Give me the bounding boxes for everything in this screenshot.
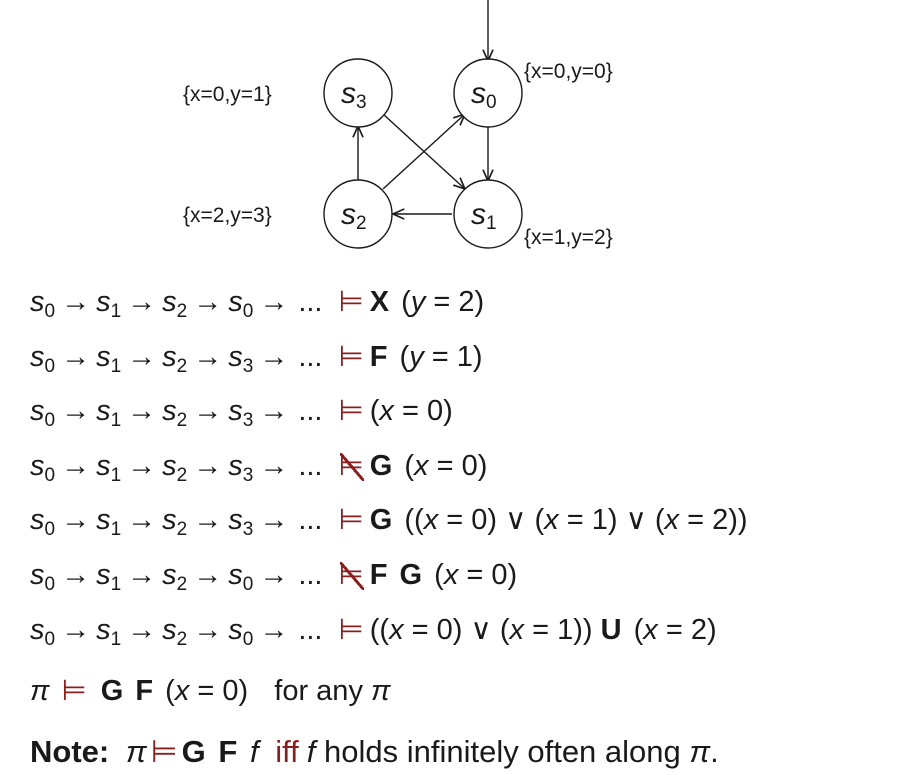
path-state: s1 xyxy=(96,449,122,486)
path-formula-line: s0→s1→s2→s3→...⊨(x = 0) xyxy=(30,395,453,432)
path-state: s0 xyxy=(228,559,254,595)
path-state: s2 xyxy=(162,504,188,541)
svg-text:s2: s2 xyxy=(341,198,367,234)
valuation-s1: {x=1,y=2} xyxy=(524,226,613,249)
svg-text:s0: s0 xyxy=(471,77,497,113)
ltl-formula: F (y = 1) xyxy=(369,340,483,373)
ltl-formula: X (y = 2) xyxy=(369,286,485,318)
path-state: s0 xyxy=(30,559,56,595)
path-formula-line: s0→s1→s2→s3→...⊨G ((x = 0) ∨ (x = 1) ∨ (… xyxy=(30,504,748,541)
path-state: s0 xyxy=(228,286,254,322)
ltl-formula: G ((x = 0) ∨ (x = 1) ∨ (x = 2)) xyxy=(369,504,748,537)
state-s3: s3 xyxy=(323,58,393,128)
path-state: s3 xyxy=(228,504,254,541)
path-state: s1 xyxy=(96,340,122,377)
ellipsis: ... xyxy=(298,340,323,373)
path-state: s2 xyxy=(162,395,188,432)
ellipsis: ... xyxy=(298,613,323,646)
path-formula-line: s0→s1→s2→s3→...⊨F (y = 1) xyxy=(30,340,483,377)
satisfaction-relation: ⊨ xyxy=(338,340,364,373)
path-state: s0 xyxy=(228,613,254,650)
path-state: s1 xyxy=(96,504,122,541)
path-state: s1 xyxy=(96,286,122,322)
ellipsis: ... xyxy=(298,395,323,428)
ltl-formula: G (x = 0) xyxy=(369,449,488,482)
ellipsis: ... xyxy=(298,504,323,537)
ltl-formula: ((x = 0) ∨ (x = 1)) U (x = 2) xyxy=(369,613,717,646)
satisfaction-relation: ⊨ xyxy=(338,286,364,318)
path-state: s0 xyxy=(30,340,56,377)
ellipsis: ... xyxy=(298,286,323,318)
svg-text:s1: s1 xyxy=(471,198,497,234)
path-formula-line: s0→s1→s2→s0→...⊨X (y = 2) xyxy=(30,286,485,322)
valuation-s3: {x=0,y=1} xyxy=(183,83,272,106)
path-formula-line: s0→s1→s2→s3→...⊨G (x = 0) xyxy=(30,449,488,486)
satisfaction-relation: ⊨ xyxy=(338,559,365,591)
path-state: s0 xyxy=(30,395,56,432)
state-s2: s2 xyxy=(323,179,393,249)
path-state: s0 xyxy=(30,613,56,650)
path-state: s2 xyxy=(162,559,188,595)
path-state: s2 xyxy=(162,286,188,322)
ltl-formula: F G (x = 0) xyxy=(369,559,518,591)
path-state: s3 xyxy=(228,449,254,486)
state-s1: s1 xyxy=(453,179,523,249)
satisfaction-relation: ⊨ xyxy=(338,613,364,646)
state-s0: s0 xyxy=(453,58,523,128)
ellipsis: ... xyxy=(298,449,323,482)
path-state: s3 xyxy=(228,395,254,432)
path-state: s0 xyxy=(30,504,56,541)
path-state: s2 xyxy=(162,613,188,650)
path-state: s0 xyxy=(30,449,56,486)
kripke-structure-diagram: s3 s0 s2 s1 {x=0,y=1} {x=0,y=0} {x=2,y=3… xyxy=(183,0,613,249)
any-path-line: π⊨ G F (x = 0) for any π xyxy=(30,675,391,707)
path-state: s2 xyxy=(162,340,188,377)
note-label: Note: xyxy=(30,734,110,769)
transition-s3-s1 xyxy=(382,113,465,189)
svg-text:s3: s3 xyxy=(341,77,367,113)
ltl-formula: (x = 0) xyxy=(369,395,453,428)
ellipsis: ... xyxy=(298,559,323,591)
path-formula-line: s0→s1→s2→s0→...⊨F G (x = 0) xyxy=(30,559,518,595)
valuation-s2: {x=2,y=3} xyxy=(183,204,272,227)
path-state: s3 xyxy=(228,340,254,377)
path-state: s0 xyxy=(30,286,56,322)
path-state: s1 xyxy=(96,613,122,650)
satisfaction-relation: ⊨ xyxy=(338,395,364,428)
satisfaction-relation: ⊨ xyxy=(338,449,365,482)
path-state: s2 xyxy=(162,449,188,486)
satisfaction-relation: ⊨ xyxy=(338,504,364,537)
valuation-s0: {x=0,y=0} xyxy=(524,60,613,83)
path-formula-line: s0→s1→s2→s0→...⊨((x = 0) ∨ (x = 1)) U (x… xyxy=(30,613,717,650)
path-state: s1 xyxy=(96,395,122,432)
path-state: s1 xyxy=(96,559,122,595)
